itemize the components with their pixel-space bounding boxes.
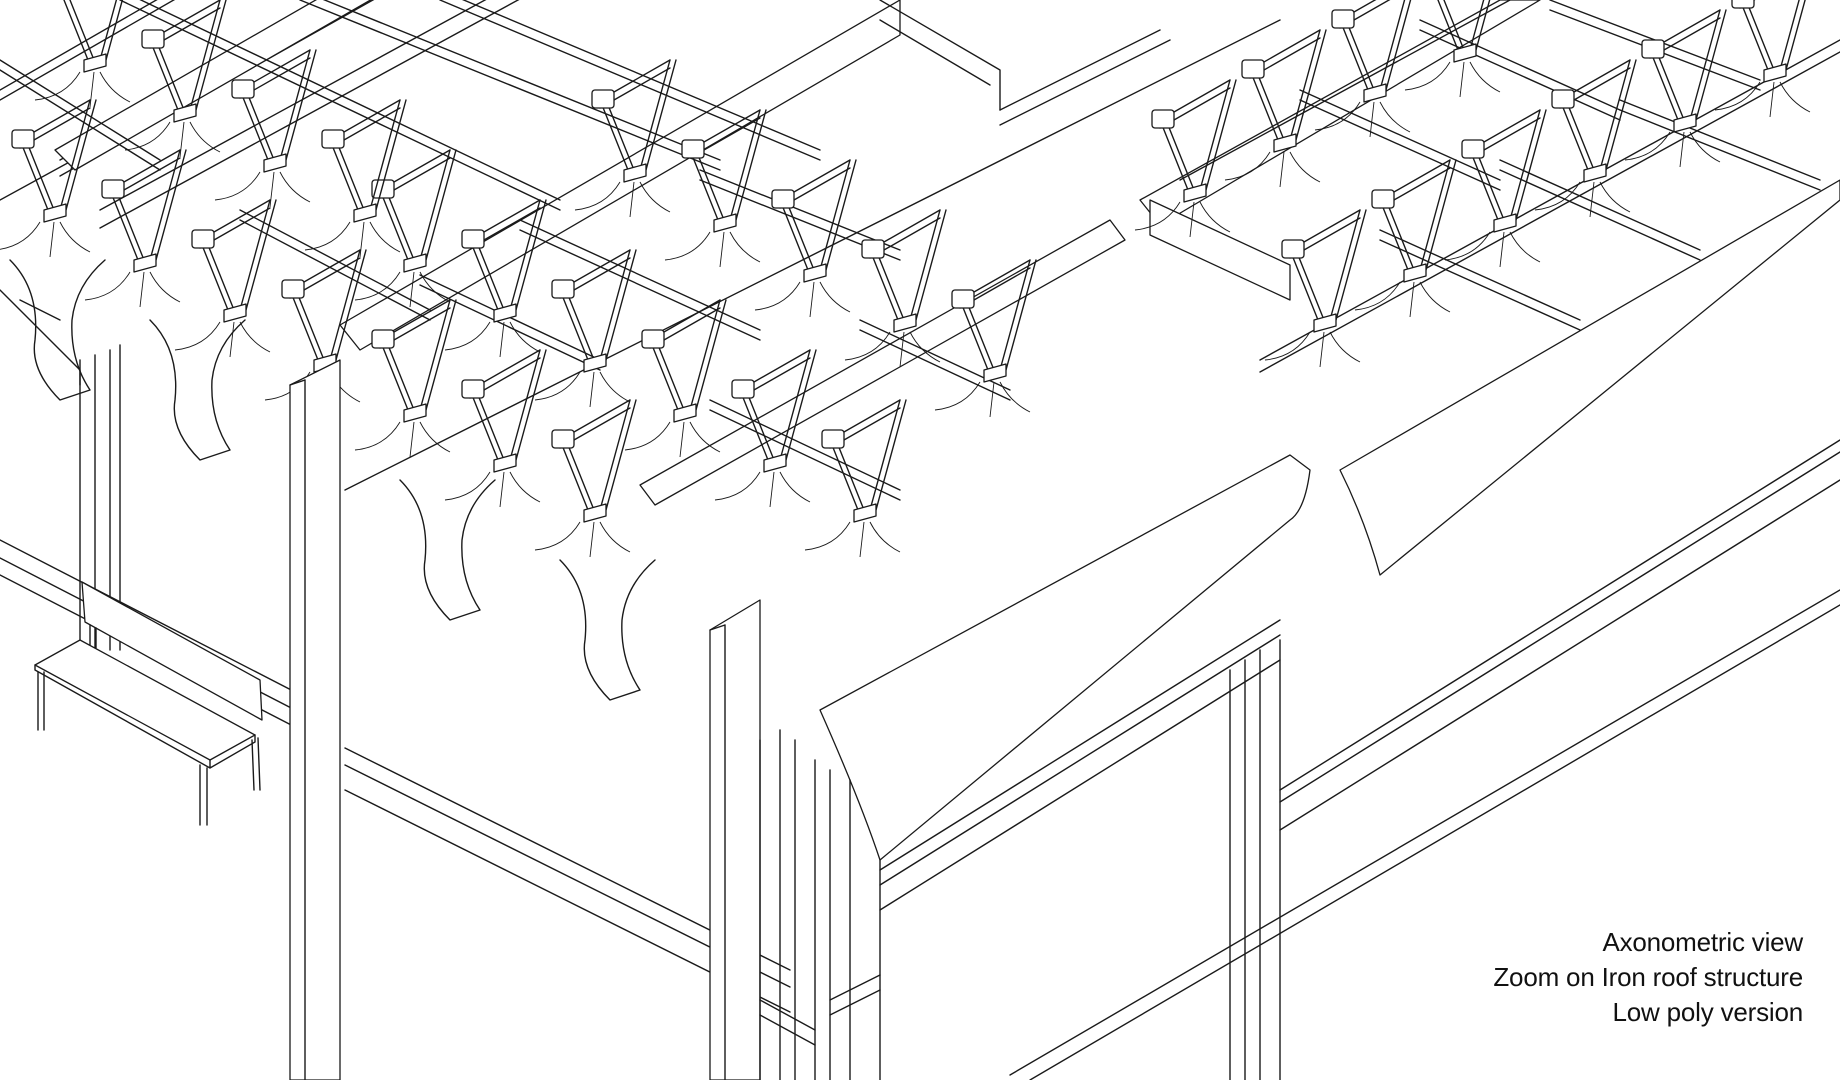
roof-truss-left <box>0 0 1126 506</box>
drawing-caption: Axonometric view Zoom on Iron roof struc… <box>1493 925 1803 1030</box>
caption-subtitle: Zoom on Iron roof structure <box>1493 962 1803 992</box>
roof-truss-right <box>879 0 1840 576</box>
canopy-panels <box>0 259 1311 861</box>
bench <box>34 581 263 826</box>
caption-title: Axonometric view <box>1602 927 1803 957</box>
truss-bays <box>0 0 1037 558</box>
columns <box>79 344 1281 1080</box>
caption-version: Low poly version <box>1612 997 1804 1027</box>
rail-lines <box>0 19 1840 1080</box>
